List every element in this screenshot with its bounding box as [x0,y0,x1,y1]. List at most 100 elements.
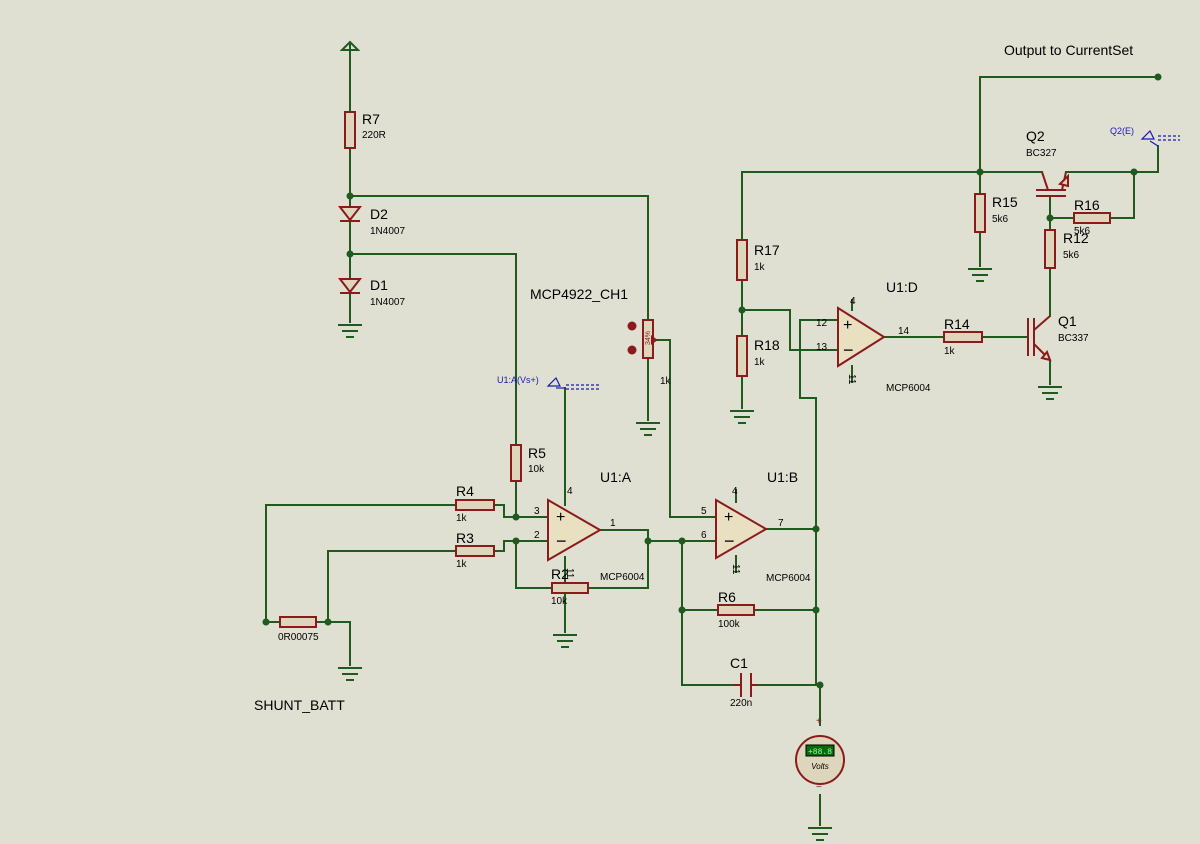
r15-ref: R15 [992,194,1018,210]
ground-symbols [338,268,1062,841]
d1-ref: D1 [370,277,388,293]
junctions [262,73,1162,689]
r16-value: 5k6 [1074,226,1091,237]
svg-text:−: − [724,531,735,551]
r7-ref: R7 [362,111,380,127]
diode-d2[interactable]: D2 1N4007 [337,206,405,237]
u1d-ref: U1:D [886,279,918,295]
u1d-pin-plus: 12 [816,318,828,329]
r15-value: 5k6 [992,214,1009,225]
svg-text:+: + [816,716,822,727]
resistor-r16[interactable]: R16 5k6 [1073,197,1111,237]
q1-ref: Q1 [1058,313,1077,329]
resistor-r12[interactable]: R12 5k6 [1044,229,1089,269]
resistor-r3[interactable]: R3 1k [455,530,495,570]
c1-value: 220n [730,698,752,709]
potentiometer[interactable]: 34% 1k [627,319,672,387]
r4-value: 1k [456,513,468,524]
r12-ref: R12 [1063,230,1089,246]
u1d-pin-out: 14 [898,326,910,337]
u1a-pin-vss: 11 [564,568,575,579]
r4-ref: R4 [456,483,474,499]
u1d-value: MCP6004 [886,383,931,394]
u1d-pin-vdd: 4 [850,296,856,307]
resistor-shunt[interactable]: 0R00075 [278,616,319,643]
svg-text:+: + [843,317,852,334]
resistor-r15[interactable]: R15 5k6 [974,193,1018,233]
svg-text:−: − [843,340,854,360]
r3-ref: R3 [456,530,474,546]
u1b-pin-vdd: 4 [732,486,738,497]
voltmeter-unit: Volts [811,762,829,771]
pot-value: 1k [660,376,672,387]
r14-value: 1k [944,346,956,357]
opamp-u1b[interactable]: + − 5 6 7 4 11 U1:B MCP6004 [701,469,811,584]
resistor-r14[interactable]: R14 1k [943,316,983,357]
u1b-pin-plus: 5 [701,506,707,517]
resistor-r6[interactable]: R6 100k [717,589,755,630]
u1a-ref: U1:A [600,469,632,485]
voltmeter-display: +88.8 [808,748,832,757]
resistor-r2[interactable]: R2 10k [551,566,589,607]
pot-decrease-icon[interactable] [627,345,637,355]
shunt-value: 0R00075 [278,632,319,643]
resistor-r5[interactable]: R5 10k [510,444,546,482]
u1a-pin-out: 1 [610,518,616,529]
u1b-pin-minus: 6 [701,530,707,541]
voltmeter[interactable]: +88.8 Volts + − [795,716,845,793]
u1b-pin-out: 7 [778,518,784,529]
shunt-label: SHUNT_BATT [254,697,345,713]
u1b-ref: U1:B [767,469,798,485]
svg-text:−: − [816,782,822,793]
probe-q2-e[interactable]: Q2(E) [1110,126,1180,147]
q1-value: BC337 [1058,333,1089,344]
r16-ref: R16 [1074,197,1100,213]
r17-ref: R17 [754,242,780,258]
svg-text:−: − [556,531,567,551]
resistor-r4[interactable]: R4 1k [455,483,495,524]
transistor-q2[interactable]: Q2 BC327 [1026,128,1069,197]
r6-ref: R6 [718,589,736,605]
d2-ref: D2 [370,206,388,222]
opamp-u1a[interactable]: + − 3 2 1 4 11 U1:A MCP6004 [534,469,645,583]
r12-value: 5k6 [1063,250,1080,261]
q2-ref: Q2 [1026,128,1045,144]
r3-value: 1k [456,559,468,570]
r18-value: 1k [754,357,766,368]
u1a-value: MCP6004 [600,572,645,583]
u1b-value: MCP6004 [766,573,811,584]
d1-value: 1N4007 [370,297,405,308]
q2-probe-label: Q2(E) [1110,126,1134,136]
capacitor-c1[interactable]: C1 220n [730,655,758,709]
resistor-r18[interactable]: R18 1k [736,335,780,377]
q2-value: BC327 [1026,148,1057,159]
r2-value: 10k [551,596,568,607]
output-label: Output to CurrentSet [1004,42,1133,58]
r5-value: 10k [528,464,545,475]
d2-value: 1N4007 [370,226,405,237]
transistor-q1[interactable]: Q1 BC337 [1027,313,1089,362]
probe-u1a-vs[interactable]: U1:A(Vs+) [497,375,600,390]
svg-text:+: + [556,509,565,526]
pot-increase-icon[interactable] [627,321,637,331]
c1-ref: C1 [730,655,748,671]
opamp-u1d[interactable]: + − 12 13 14 4 11 U1:D MCP6004 [816,279,931,394]
r18-ref: R18 [754,337,780,353]
resistor-r17[interactable]: R17 1k [736,239,780,281]
r6-value: 100k [718,619,741,630]
u1b-pin-vss: 11 [730,564,741,575]
u1a-pin-plus: 3 [534,506,540,517]
svg-text:+: + [724,509,733,526]
u1d-pin-vss: 11 [846,374,857,385]
wires [265,51,1159,826]
u1a-pin-vdd: 4 [567,486,573,497]
u1a-pin-minus: 2 [534,530,540,541]
dac-label: MCP4922_CH1 [530,286,628,302]
resistor-r7[interactable]: R7 220R [344,111,386,149]
r17-value: 1k [754,262,766,273]
power-terminal [339,40,361,60]
r2-ref: R2 [551,566,569,582]
r7-value: 220R [362,130,386,141]
diode-d1[interactable]: D1 1N4007 [337,277,405,308]
r14-ref: R14 [944,316,970,332]
